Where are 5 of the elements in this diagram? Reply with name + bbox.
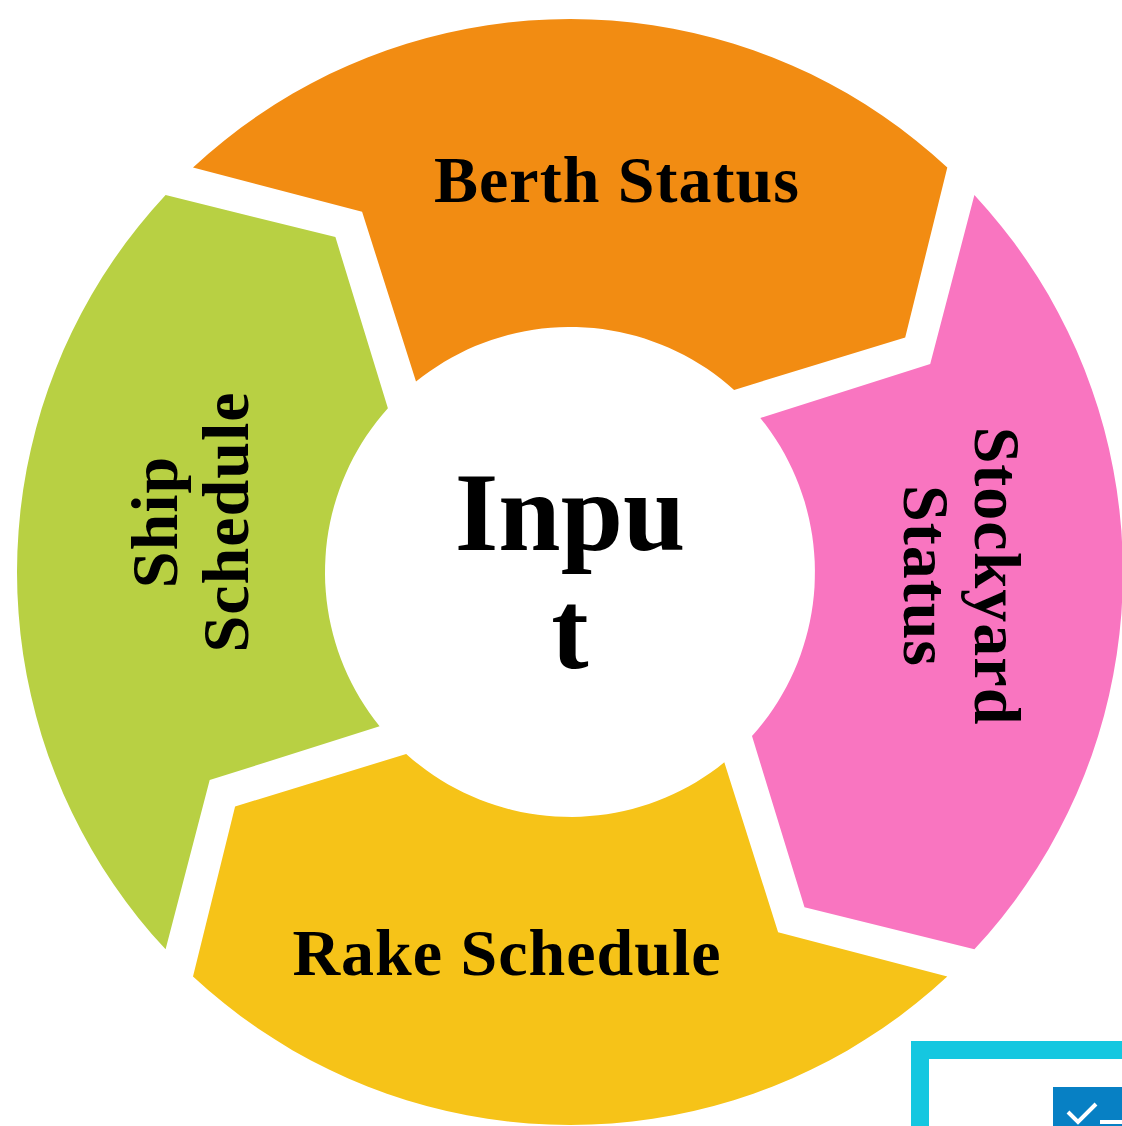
segment-label: Ship Schedule [118,391,262,653]
segment-label: Berth Status [434,144,800,216]
segment-label: Stockyard Status [890,426,1034,726]
segment-label: Rake Schedule [292,917,722,989]
center-label: Input [453,454,687,690]
